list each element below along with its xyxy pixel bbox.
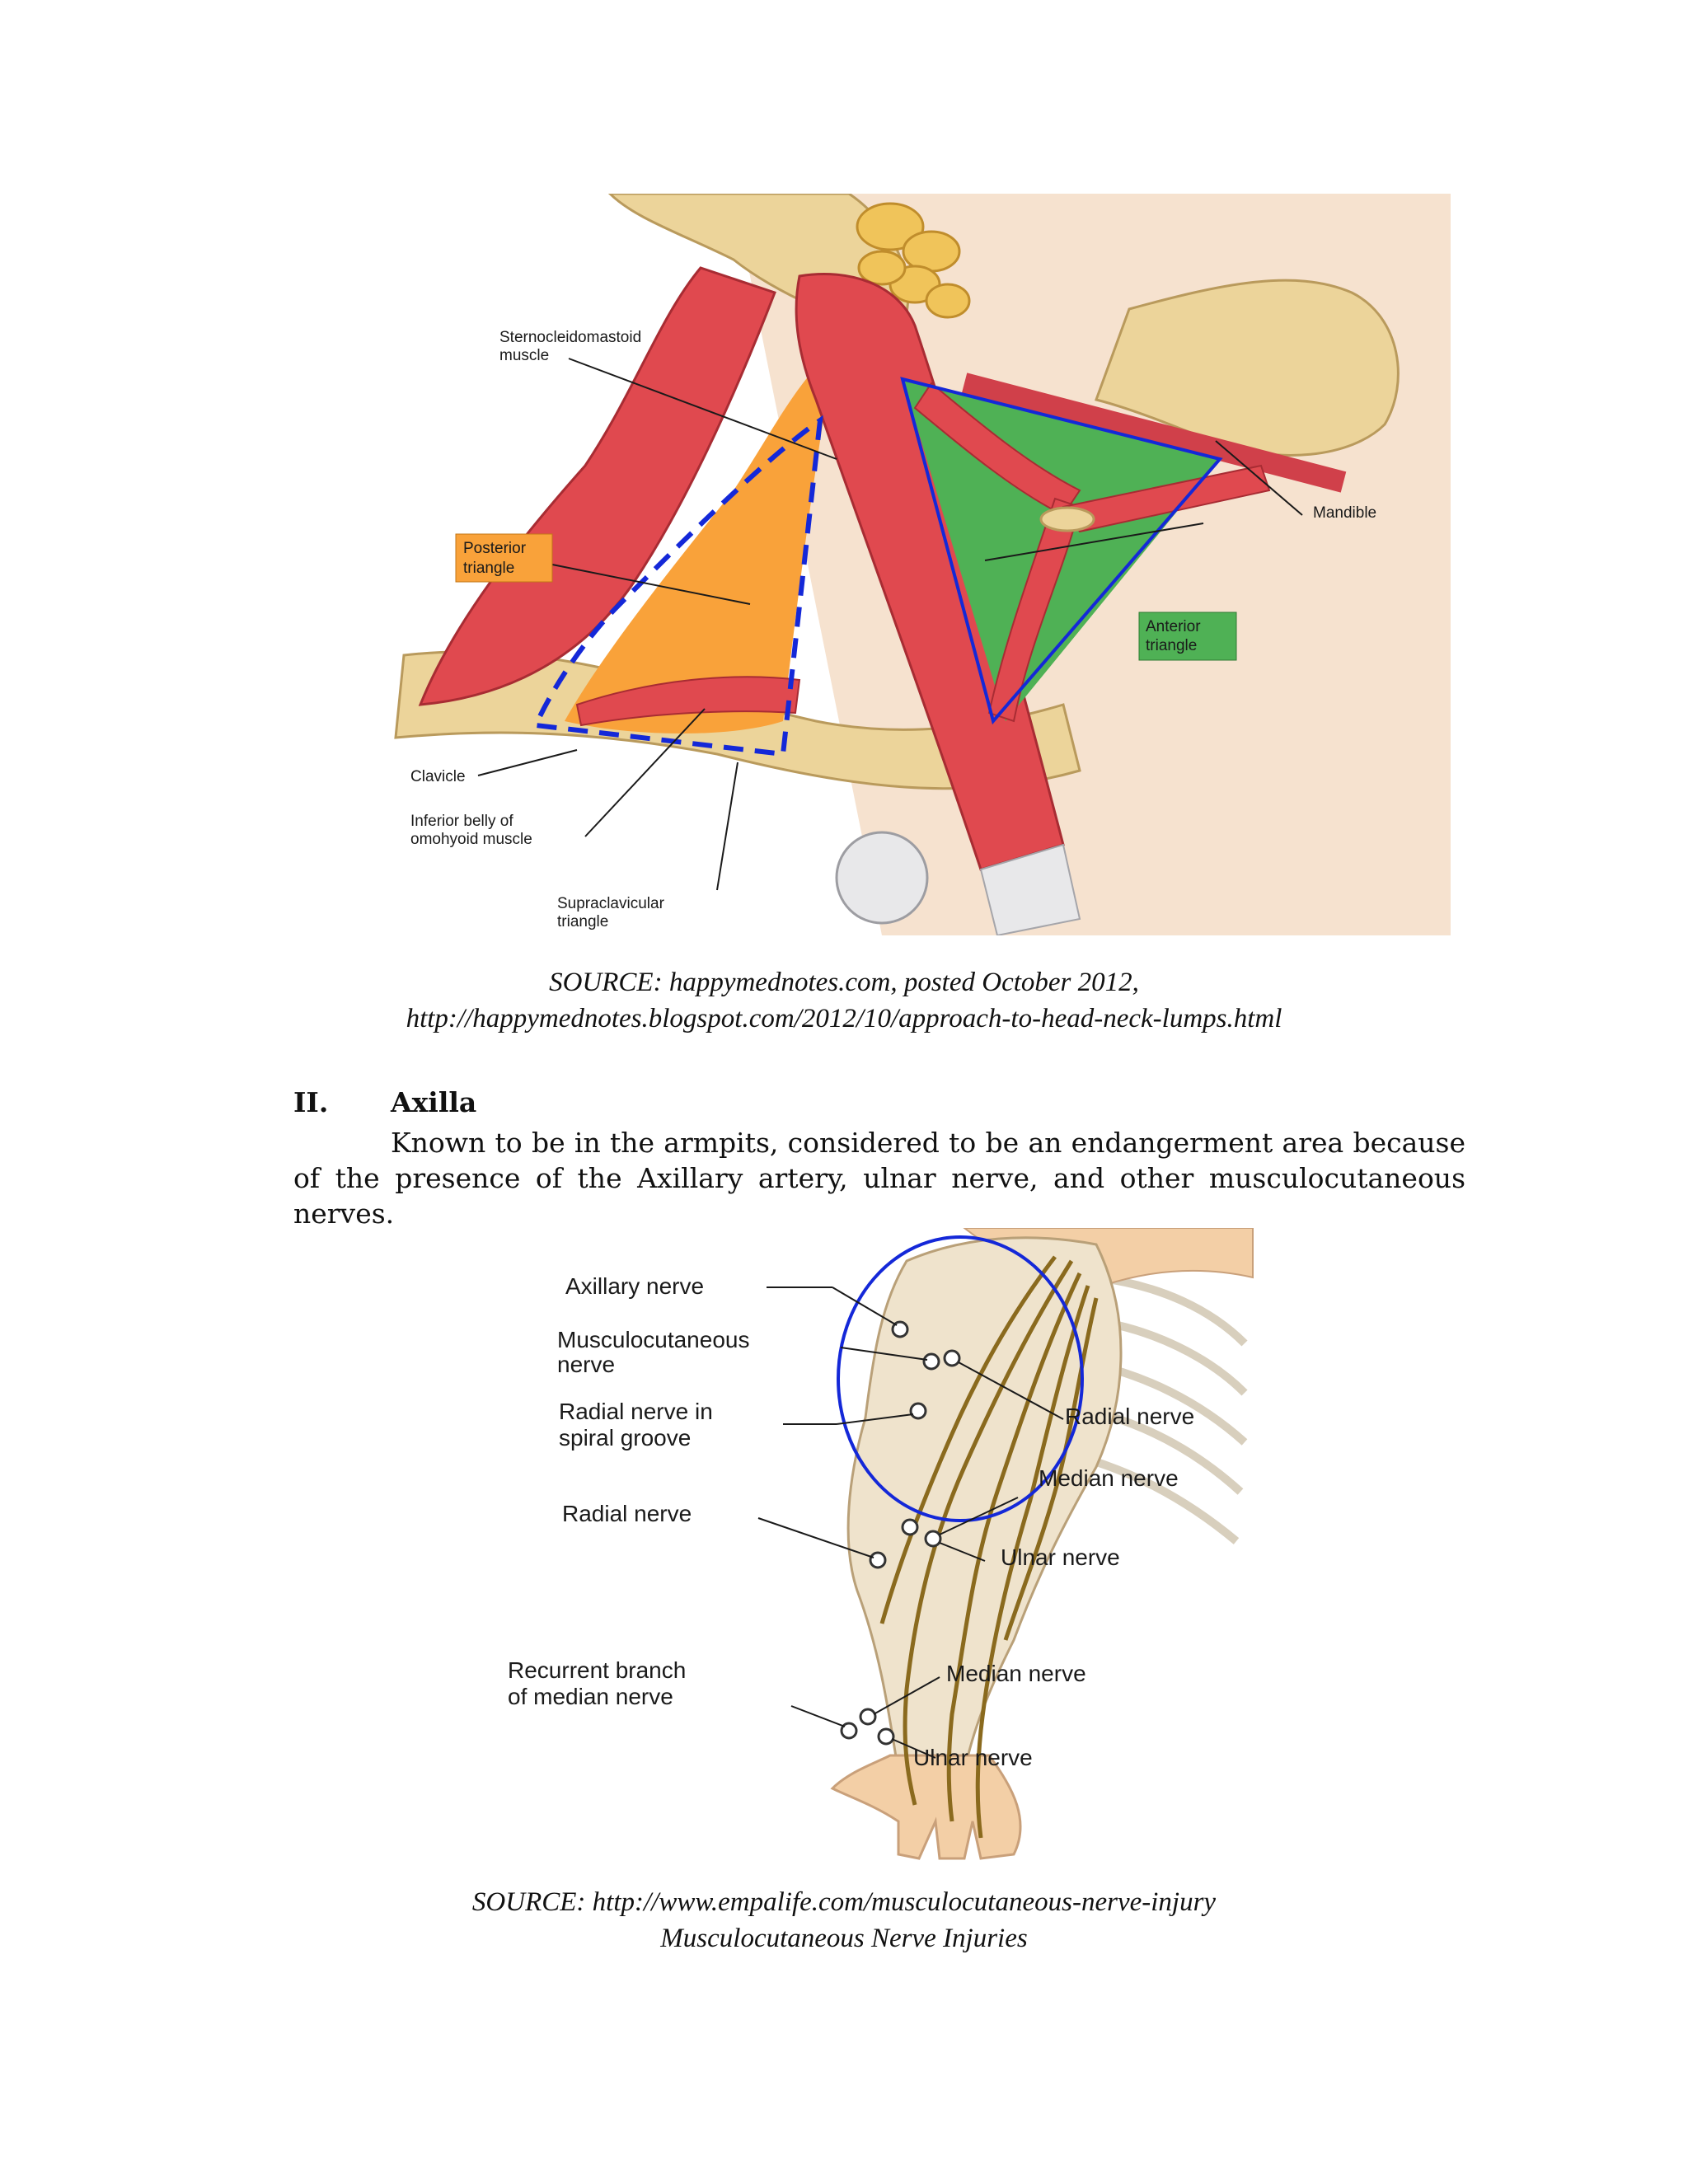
anterior-triangle-outline <box>900 377 1223 725</box>
arm-nerves-illustration: Axillary nerve Musculocutaneous nerve Ra… <box>508 1228 1254 1860</box>
section-title: Axilla <box>391 1086 477 1118</box>
label-recurrent-branch-median: Recurrent branch of median nerve <box>508 1657 692 1709</box>
label-ulnar-nerve-upper: Ulnar nerve <box>1001 1544 1120 1570</box>
label-musculocutaneous-nerve: Musculocutaneous nerve <box>557 1327 756 1377</box>
label-anterior-triangle: Anterior triangle <box>1138 612 1237 661</box>
label-supraclavicular: Supraclavicular triangle <box>557 895 668 930</box>
figure1-caption: SOURCE: happymednotes.com, posted Octobe… <box>0 964 1688 1037</box>
figure2-caption-line1: SOURCE: http://www.empalife.com/musculoc… <box>471 1887 1217 1917</box>
label-clavicle: Clavicle <box>410 768 466 785</box>
arm-nerves-figure: Axillary nerve Musculocutaneous nerve Ra… <box>503 1228 1261 1863</box>
hand <box>830 1754 1022 1860</box>
label-axillary-nerve: Axillary nerve <box>565 1273 704 1299</box>
lymph-glands <box>856 202 971 319</box>
label-omohyoid: Inferior belly of omohyoid muscle <box>410 813 532 848</box>
posterior-triangle-outline <box>532 415 823 757</box>
section-body-paragraph: Known to be in the armpits, considered t… <box>293 1127 1465 1230</box>
label-median-nerve-upper: Median nerve <box>1039 1465 1179 1491</box>
omohyoid-muscle <box>575 676 801 727</box>
label-radial-nerve-spiral-groove: Radial nerve in spiral groove <box>559 1399 720 1451</box>
label-median-nerve-lower: Median nerve <box>946 1661 1086 1686</box>
neck-triangles-illustration: Sternocleidomastoid muscle Posterior tri… <box>387 194 1451 935</box>
svg-text:Posterior triangle: Posterior triangle <box>463 540 530 577</box>
section-number: II. <box>293 1086 329 1118</box>
mandible-bone <box>1095 279 1400 457</box>
svg-text:Anterior triangle: Anterior triangle <box>1146 618 1205 654</box>
label-ulnar-nerve-lower: Ulnar nerve <box>913 1745 1033 1770</box>
figure1-caption-line1: SOURCE: happymednotes.com, posted Octobe… <box>549 968 1139 997</box>
label-posterior-triangle: Posterior triangle <box>455 533 553 583</box>
posterior-triangle-region <box>565 359 832 733</box>
label-sternocleidomastoid: Sternocleidomastoid muscle <box>499 329 645 364</box>
neck-triangles-figure: Sternocleidomastoid muscle Posterior tri… <box>387 194 1451 935</box>
figure2-caption-line2: Musculocutaneous Nerve Injuries <box>660 1924 1028 1953</box>
label-radial-nerve-left: Radial nerve <box>562 1501 692 1526</box>
axilla-highlight-circle <box>837 1235 1084 1522</box>
nerve-markers <box>840 1320 961 1746</box>
label-radial-nerve-right: Radial nerve <box>1065 1404 1194 1429</box>
figure2-caption: SOURCE: http://www.empalife.com/musculoc… <box>0 1884 1688 1957</box>
figure1-caption-line2: http://happymednotes.blogspot.com/2012/1… <box>406 1004 1282 1033</box>
label-mandible: Mandible <box>1313 504 1376 522</box>
